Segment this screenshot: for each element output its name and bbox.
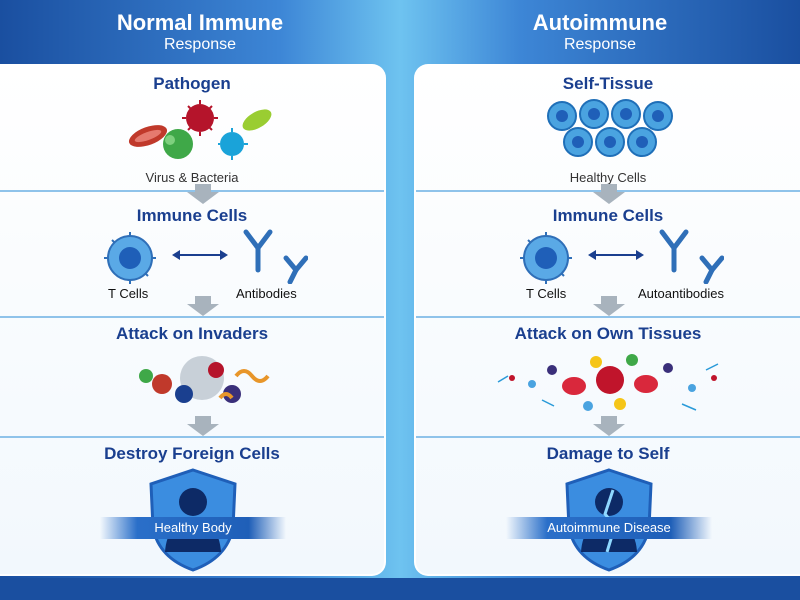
right-header-subtitle: Response	[563, 36, 637, 53]
divider	[416, 436, 800, 438]
immune-cells-title: Immune Cells	[552, 206, 664, 225]
normal-response-panel: Pathogen Virus & Bacteria I	[0, 64, 386, 576]
self-tissue-section: Self-Tissue Healthy Cells	[416, 66, 800, 190]
immune-cells-title: Immune Cells	[136, 206, 248, 225]
divider	[0, 316, 384, 318]
tissue-attack-illustration	[497, 354, 719, 411]
t-cell-icon	[104, 232, 156, 284]
autoimmune-disease-banner: Autoimmune Disease	[506, 517, 712, 539]
double-arrow-icon	[588, 250, 644, 260]
divider	[0, 436, 384, 438]
double-arrow-icon	[172, 250, 228, 260]
attack-illustration	[139, 356, 270, 403]
pathogen-title: Pathogen	[153, 74, 231, 93]
pathogen-illustration	[128, 100, 272, 160]
divider	[416, 316, 800, 318]
attack-section: Attack on Invaders	[0, 318, 384, 436]
destroy-title: Destroy Foreign Cells	[104, 444, 280, 463]
healthy-body-banner: Healthy Body	[100, 517, 286, 539]
autoantibody-icon	[659, 229, 724, 284]
immune-cells-section: Immune Cells T Cells Antibodies	[0, 192, 384, 316]
down-arrow-icon	[593, 416, 625, 436]
pathogen-caption: Virus & Bacteria	[145, 170, 239, 185]
attack-title: Attack on Invaders	[115, 324, 269, 343]
left-header-title: Normal Immune	[116, 10, 284, 35]
destroy-section: Destroy Foreign Cells Healthy Body	[0, 438, 384, 574]
left-header: Normal Immune Response	[0, 0, 400, 62]
healthy-cells-illustration	[547, 99, 673, 157]
down-arrow-icon	[593, 296, 625, 316]
left-header-subtitle: Response	[163, 36, 237, 53]
down-arrow-icon	[187, 416, 219, 436]
t-cells-label: T Cells	[526, 286, 567, 301]
pathogen-section: Pathogen Virus & Bacteria	[0, 66, 384, 190]
antibodies-label: Antibodies	[236, 286, 297, 301]
damage-section: Damage to Self Autoimmune Disease	[416, 438, 800, 574]
attack-own-title: Attack on Own Tissues	[514, 324, 702, 343]
t-cells-label: T Cells	[108, 286, 149, 301]
t-cell-icon	[520, 232, 572, 284]
self-tissue-caption: Healthy Cells	[569, 170, 647, 185]
down-arrow-icon	[187, 296, 219, 316]
right-header-title: Autoimmune	[532, 10, 668, 35]
divider	[0, 190, 384, 192]
antibody-icon	[243, 229, 308, 284]
autoimmune-response-panel: Self-Tissue Healthy Cells Immune Cells	[414, 64, 800, 576]
footer-bar	[0, 578, 800, 600]
attack-own-section: Attack on Own Tissues	[416, 318, 800, 436]
immune-cells-section: Immune Cells T Cells Autoantibodies	[416, 192, 800, 316]
damage-title: Damage to Self	[546, 444, 670, 463]
self-tissue-title: Self-Tissue	[562, 74, 654, 93]
down-arrow-icon	[593, 184, 625, 204]
down-arrow-icon	[187, 184, 219, 204]
autoantibodies-label: Autoantibodies	[638, 286, 725, 301]
right-header: Autoimmune Response	[400, 0, 800, 62]
